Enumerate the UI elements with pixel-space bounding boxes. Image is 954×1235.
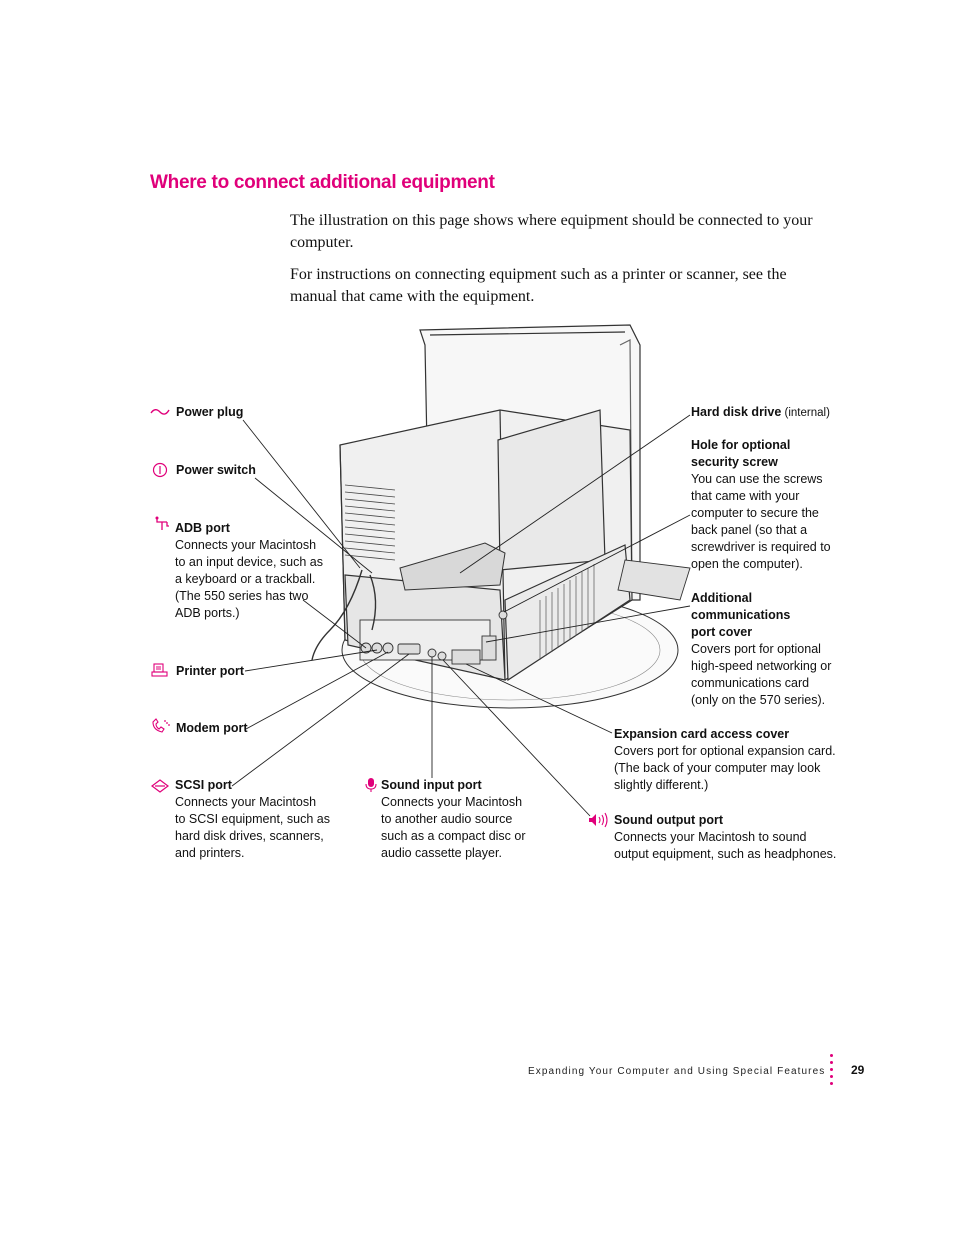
- hard-disk-drive: [399, 542, 506, 591]
- power-plug-icon: [150, 409, 170, 415]
- callout-title: Sound output port: [614, 813, 723, 827]
- callout-power-plug: Power plug: [176, 404, 243, 421]
- speaker-icon: [589, 812, 608, 828]
- callout-description: Covers port for optional expansion card.…: [614, 744, 836, 792]
- callout-description: Connects your Macintosh to an input devi…: [175, 538, 324, 620]
- microphone-icon: [365, 778, 377, 792]
- callout-title: Hole for optional security screw: [691, 438, 791, 469]
- callout-description: Covers port for optional high-speed netw…: [691, 642, 832, 707]
- callout-scsi-port: SCSI port Connects your Macintosh to SCS…: [175, 777, 345, 862]
- power-switch-icon: [152, 462, 168, 478]
- footer-dots: [830, 1054, 834, 1089]
- callout-title: Additional communications port cover: [691, 591, 791, 639]
- page-number: 29: [851, 1063, 865, 1077]
- callout-title: Printer port: [176, 664, 245, 678]
- scsi-icon: [151, 779, 169, 793]
- callout-title: Sound input port: [381, 778, 482, 792]
- intro-paragraph-1: The illustration on this page shows wher…: [290, 212, 813, 251]
- callout-comm-port-cover: Additional communications port cover Cov…: [691, 590, 851, 709]
- callout-power-switch: Power switch: [176, 462, 256, 479]
- callout-modem-port: Modem port: [176, 720, 248, 737]
- callout-description: Connects your Macintosh to SCSI equipmen…: [175, 795, 330, 860]
- callout-printer-port: Printer port: [176, 663, 244, 680]
- port-panel: [359, 610, 508, 665]
- callout-sound-output-port: Sound output port Connects your Macintos…: [614, 812, 844, 863]
- callout-description: Connects your Macintosh to another audio…: [381, 795, 526, 860]
- page-heading: Where to connect additional equipment: [150, 172, 495, 193]
- callout-description: You can use the screws that came with yo…: [691, 472, 831, 571]
- callout-title: ADB port: [175, 521, 230, 535]
- callout-expansion-cover: Expansion card access cover Covers port …: [614, 726, 844, 794]
- footer-chapter-title: Expanding Your Computer and Using Specia…: [528, 1066, 826, 1077]
- callout-title: Modem port: [176, 721, 248, 735]
- callout-title: Expansion card access cover: [614, 727, 790, 741]
- callout-security-screw: Hole for optional security screw You can…: [691, 437, 851, 573]
- callout-title: SCSI port: [175, 778, 232, 792]
- printer-icon: [151, 663, 168, 677]
- callout-title: Hard disk drive: [691, 405, 782, 419]
- vent-grille: [344, 484, 396, 561]
- keyboard: [617, 559, 691, 601]
- adb-icon: [155, 516, 169, 530]
- callout-title: Power plug: [176, 405, 244, 419]
- callout-title: Power switch: [176, 463, 256, 477]
- callout-sound-input-port: Sound input port Connects your Macintosh…: [381, 777, 551, 862]
- power-cord: [311, 569, 377, 661]
- callout-description: Connects your Macintosh to sound output …: [614, 830, 837, 861]
- leader-lines: [231, 414, 691, 817]
- modem-icon: [152, 718, 170, 733]
- intro-paragraph-2: For instructions on connecting equipment…: [290, 266, 787, 305]
- callout-suffix: (internal): [781, 407, 830, 419]
- callout-adb-port: ADB port Connects your Macintosh to an i…: [175, 520, 335, 622]
- callout-hard-disk-drive: Hard disk drive (internal): [691, 404, 851, 422]
